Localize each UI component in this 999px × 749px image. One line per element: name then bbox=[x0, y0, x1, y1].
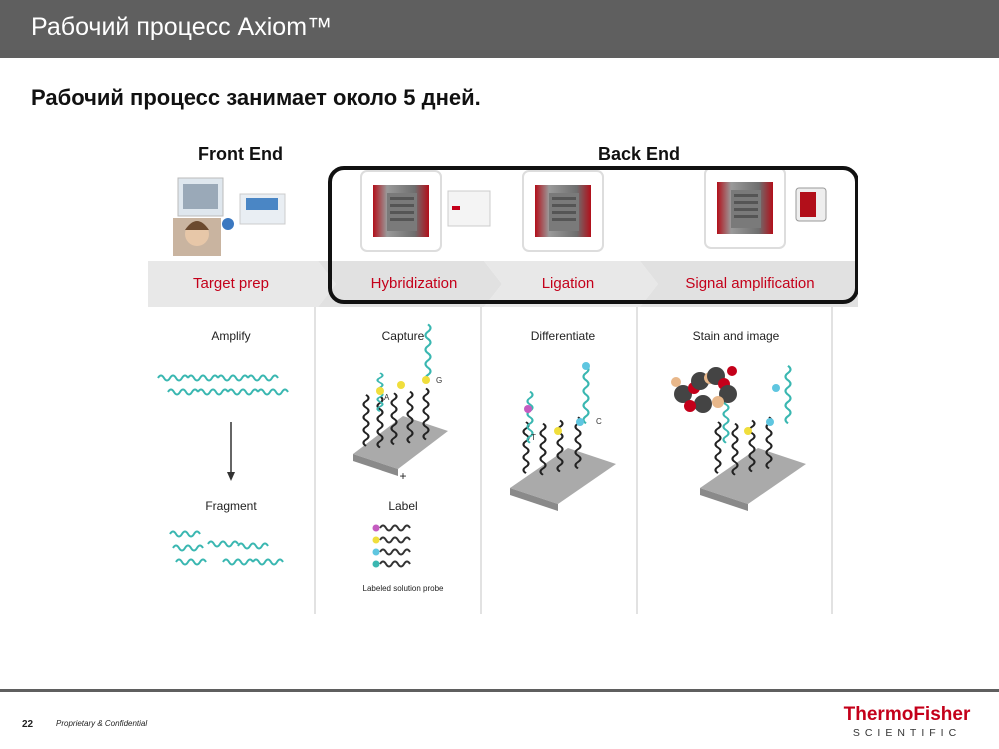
label-title: Label bbox=[388, 499, 417, 513]
arrow-head bbox=[227, 472, 235, 481]
plus-sign: + bbox=[399, 469, 406, 483]
step-label: Hybridization bbox=[371, 275, 458, 292]
hybridization-instrument bbox=[360, 170, 442, 252]
logo-subtitle: SCIENTIFIC bbox=[853, 727, 961, 739]
amplify-label: Amplify bbox=[211, 329, 250, 343]
labeled-probe-caption: Labeled solution probe bbox=[363, 584, 445, 593]
step-label: Signal amplification bbox=[685, 275, 814, 292]
capture-label: Capture bbox=[382, 329, 425, 343]
base-c: C bbox=[596, 417, 602, 426]
labeled-probes bbox=[379, 524, 411, 568]
amplified-dna bbox=[157, 374, 289, 396]
ligation-instrument bbox=[522, 170, 604, 252]
stain-complex bbox=[671, 366, 737, 413]
title-bar: Рабочий процесс Axiom™ bbox=[0, 0, 999, 58]
slide-title: Рабочий процесс Axiom™ bbox=[31, 13, 333, 41]
slide-subtitle: Рабочий процесс занимает около 5 дней. bbox=[31, 85, 481, 110]
workflow-figure: Target prep Hybridization Ligation Signa… bbox=[148, 166, 858, 614]
array-surface bbox=[353, 416, 448, 469]
array-surface bbox=[700, 448, 806, 504]
front-end-heading: Front End bbox=[198, 144, 283, 164]
logo-wordmark: ThermoFisher bbox=[844, 704, 971, 725]
step-label: Ligation bbox=[542, 275, 595, 292]
stain-label: Stain and image bbox=[693, 329, 780, 343]
fragmented-dna bbox=[169, 530, 284, 566]
confidential-note: Proprietary & Confidential bbox=[56, 719, 148, 728]
back-end-heading: Back End bbox=[598, 144, 681, 164]
array-surface bbox=[510, 448, 616, 504]
base-t: T bbox=[531, 433, 536, 442]
front-end-photos bbox=[173, 177, 286, 256]
signal-instrument bbox=[704, 167, 786, 249]
back-end-frame bbox=[328, 166, 858, 304]
base-a: A bbox=[384, 393, 390, 402]
footer-rule bbox=[0, 689, 999, 692]
fragment-label: Fragment bbox=[205, 499, 257, 513]
differentiate-label: Differentiate bbox=[531, 329, 596, 343]
base-g: G bbox=[436, 376, 442, 385]
thermo-fisher-logo: ThermoFisher SCIENTIFIC bbox=[844, 704, 971, 739]
page-number: 22 bbox=[22, 719, 34, 730]
step-banner bbox=[148, 261, 858, 307]
step-label: Target prep bbox=[193, 275, 269, 292]
